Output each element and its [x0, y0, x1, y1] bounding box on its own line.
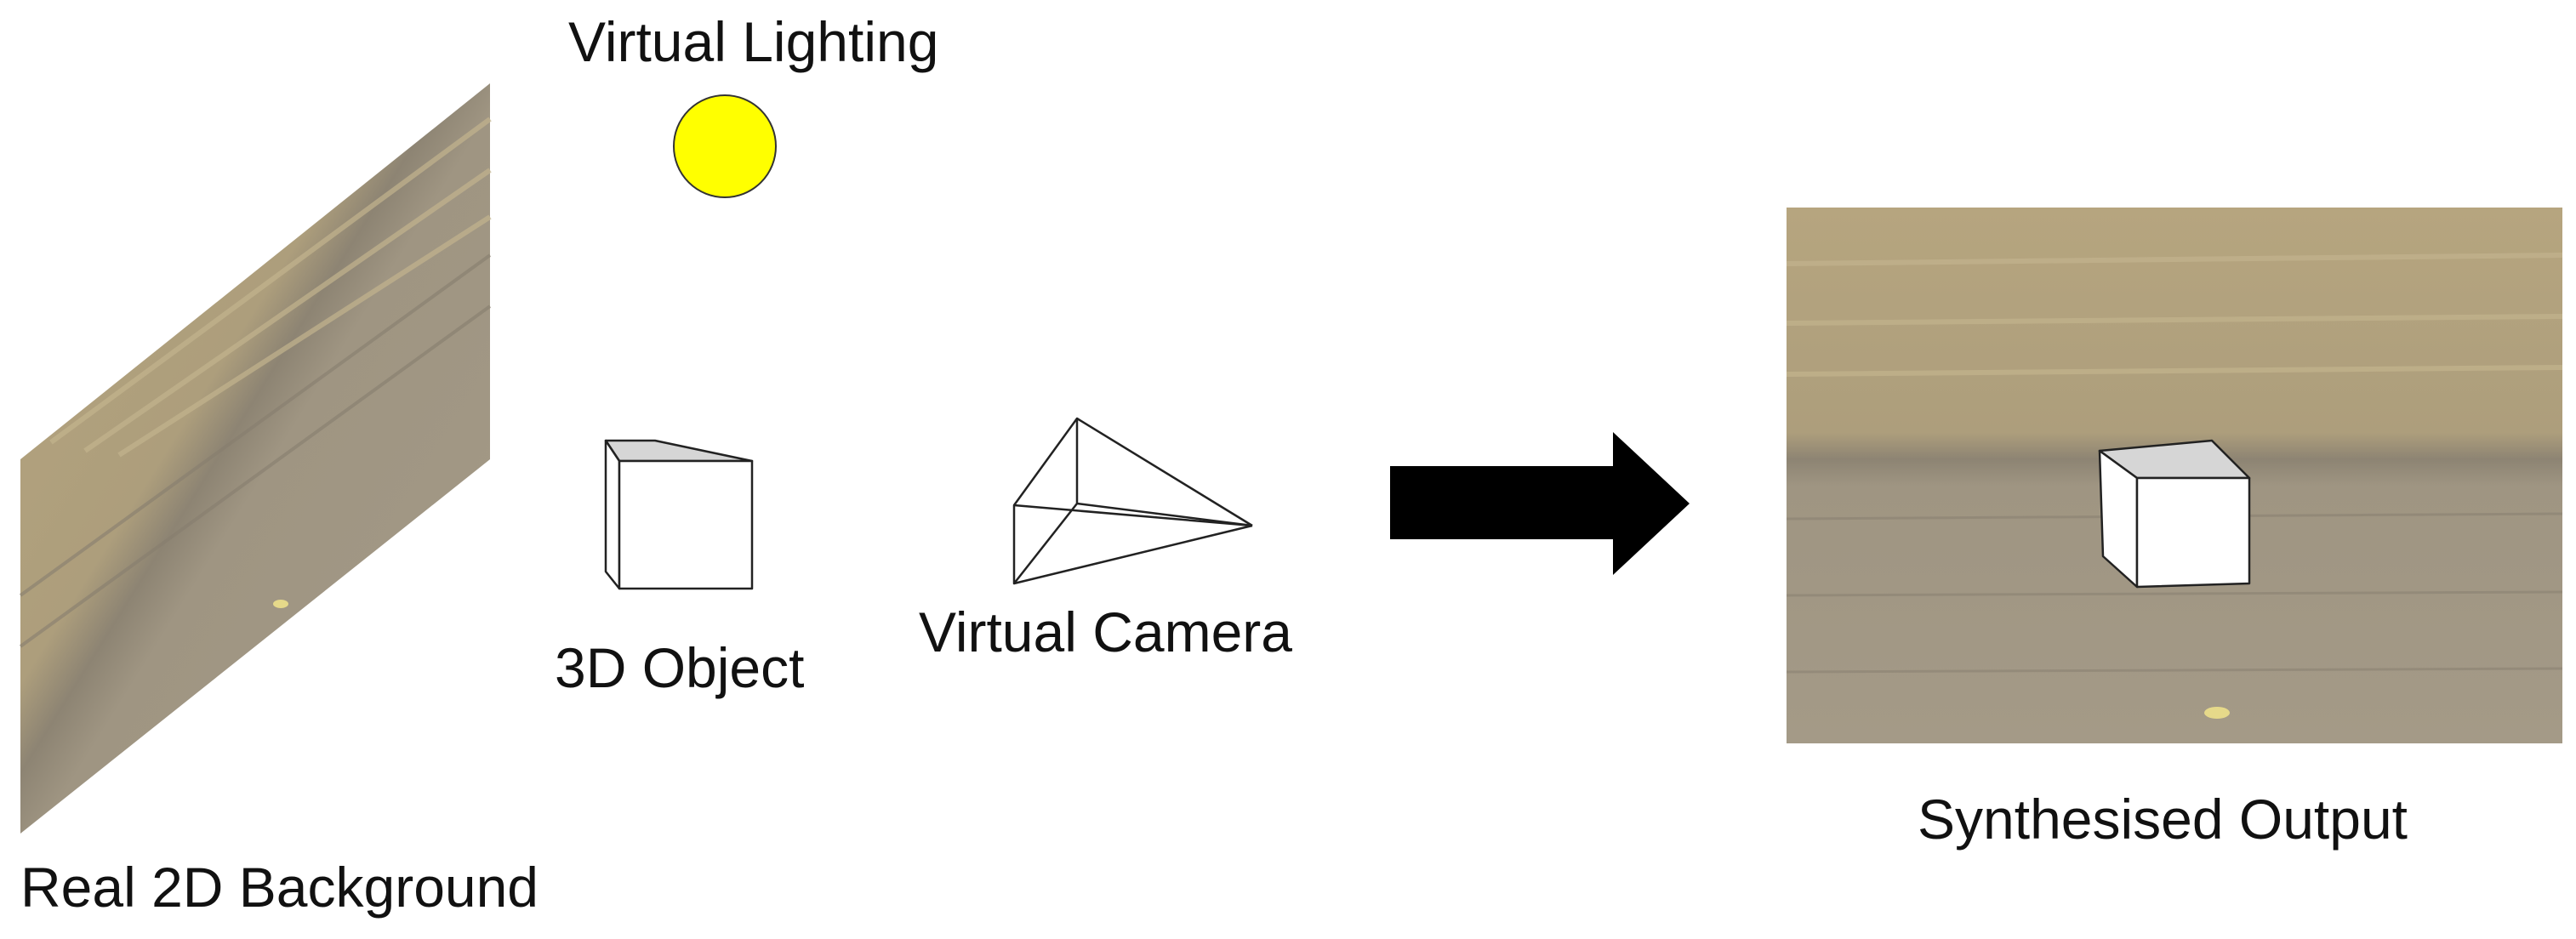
- label-real-2d-background: Real 2D Background: [20, 856, 539, 919]
- cube-icon: [604, 439, 754, 590]
- label-3d-object: 3D Object: [555, 636, 804, 699]
- label-synthesised-output: Synthesised Output: [1918, 788, 2408, 851]
- camera-icon: [1012, 417, 1253, 585]
- output-cube-icon: [2098, 439, 2251, 589]
- label-virtual-lighting: Virtual Lighting: [568, 10, 938, 73]
- sun-icon: [673, 94, 777, 198]
- arrow-icon: [1390, 432, 1690, 575]
- output-image: [1786, 208, 2563, 743]
- background-plane: [19, 83, 492, 834]
- label-virtual-camera: Virtual Camera: [919, 600, 1292, 663]
